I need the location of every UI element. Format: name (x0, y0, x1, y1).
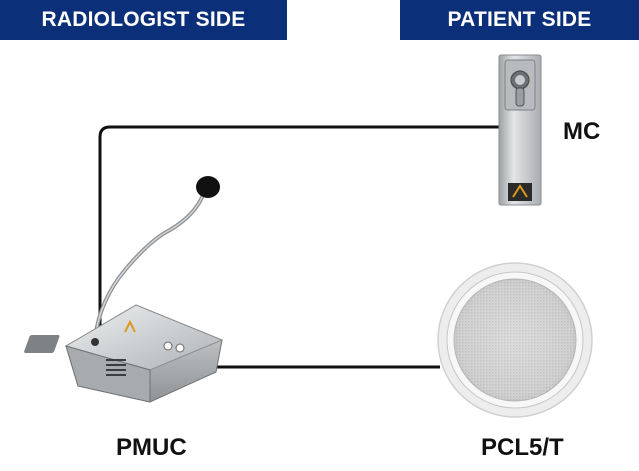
mc-label: MC (563, 118, 601, 145)
pcl-speaker-device (437, 262, 593, 418)
mc-device (498, 54, 542, 206)
pmuc-device (24, 176, 224, 403)
patient-side-banner: PATIENT SIDE (400, 0, 639, 40)
pmuc-label: PMUC (116, 434, 187, 461)
microphone-icon (196, 176, 220, 198)
pcl-label: PCL5/T (481, 434, 564, 461)
radiologist-side-banner: RADIOLOGIST SIDE (0, 0, 287, 40)
